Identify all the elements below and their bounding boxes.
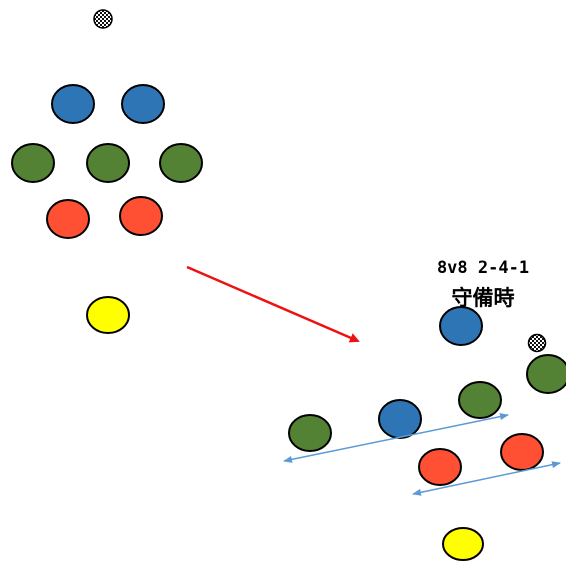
soccer-ball-icon bbox=[93, 9, 113, 29]
left-formation bbox=[11, 9, 203, 334]
player-blue bbox=[51, 84, 95, 124]
player-green bbox=[288, 414, 332, 452]
player-blue bbox=[121, 84, 165, 124]
player-green bbox=[11, 143, 55, 183]
player-red bbox=[119, 196, 163, 236]
player-yellow bbox=[86, 296, 130, 334]
player-green bbox=[86, 143, 130, 183]
player-blue bbox=[378, 399, 422, 439]
player-green bbox=[458, 381, 502, 419]
player-green bbox=[159, 143, 203, 183]
soccer-ball-icon bbox=[527, 333, 547, 353]
phase-title: 守備時 bbox=[451, 286, 515, 310]
transition-arrow bbox=[186, 265, 360, 343]
player-red bbox=[418, 448, 462, 486]
player-red bbox=[500, 433, 544, 471]
midfield-shift-arrow bbox=[283, 413, 509, 463]
player-green bbox=[526, 354, 566, 394]
player-blue bbox=[439, 306, 483, 346]
right-formation bbox=[283, 306, 566, 561]
formation-title: 8v8 2-4-1 bbox=[436, 258, 530, 278]
defense-shift-arrow bbox=[412, 461, 561, 496]
player-red bbox=[46, 199, 90, 239]
player-yellow bbox=[442, 527, 484, 561]
